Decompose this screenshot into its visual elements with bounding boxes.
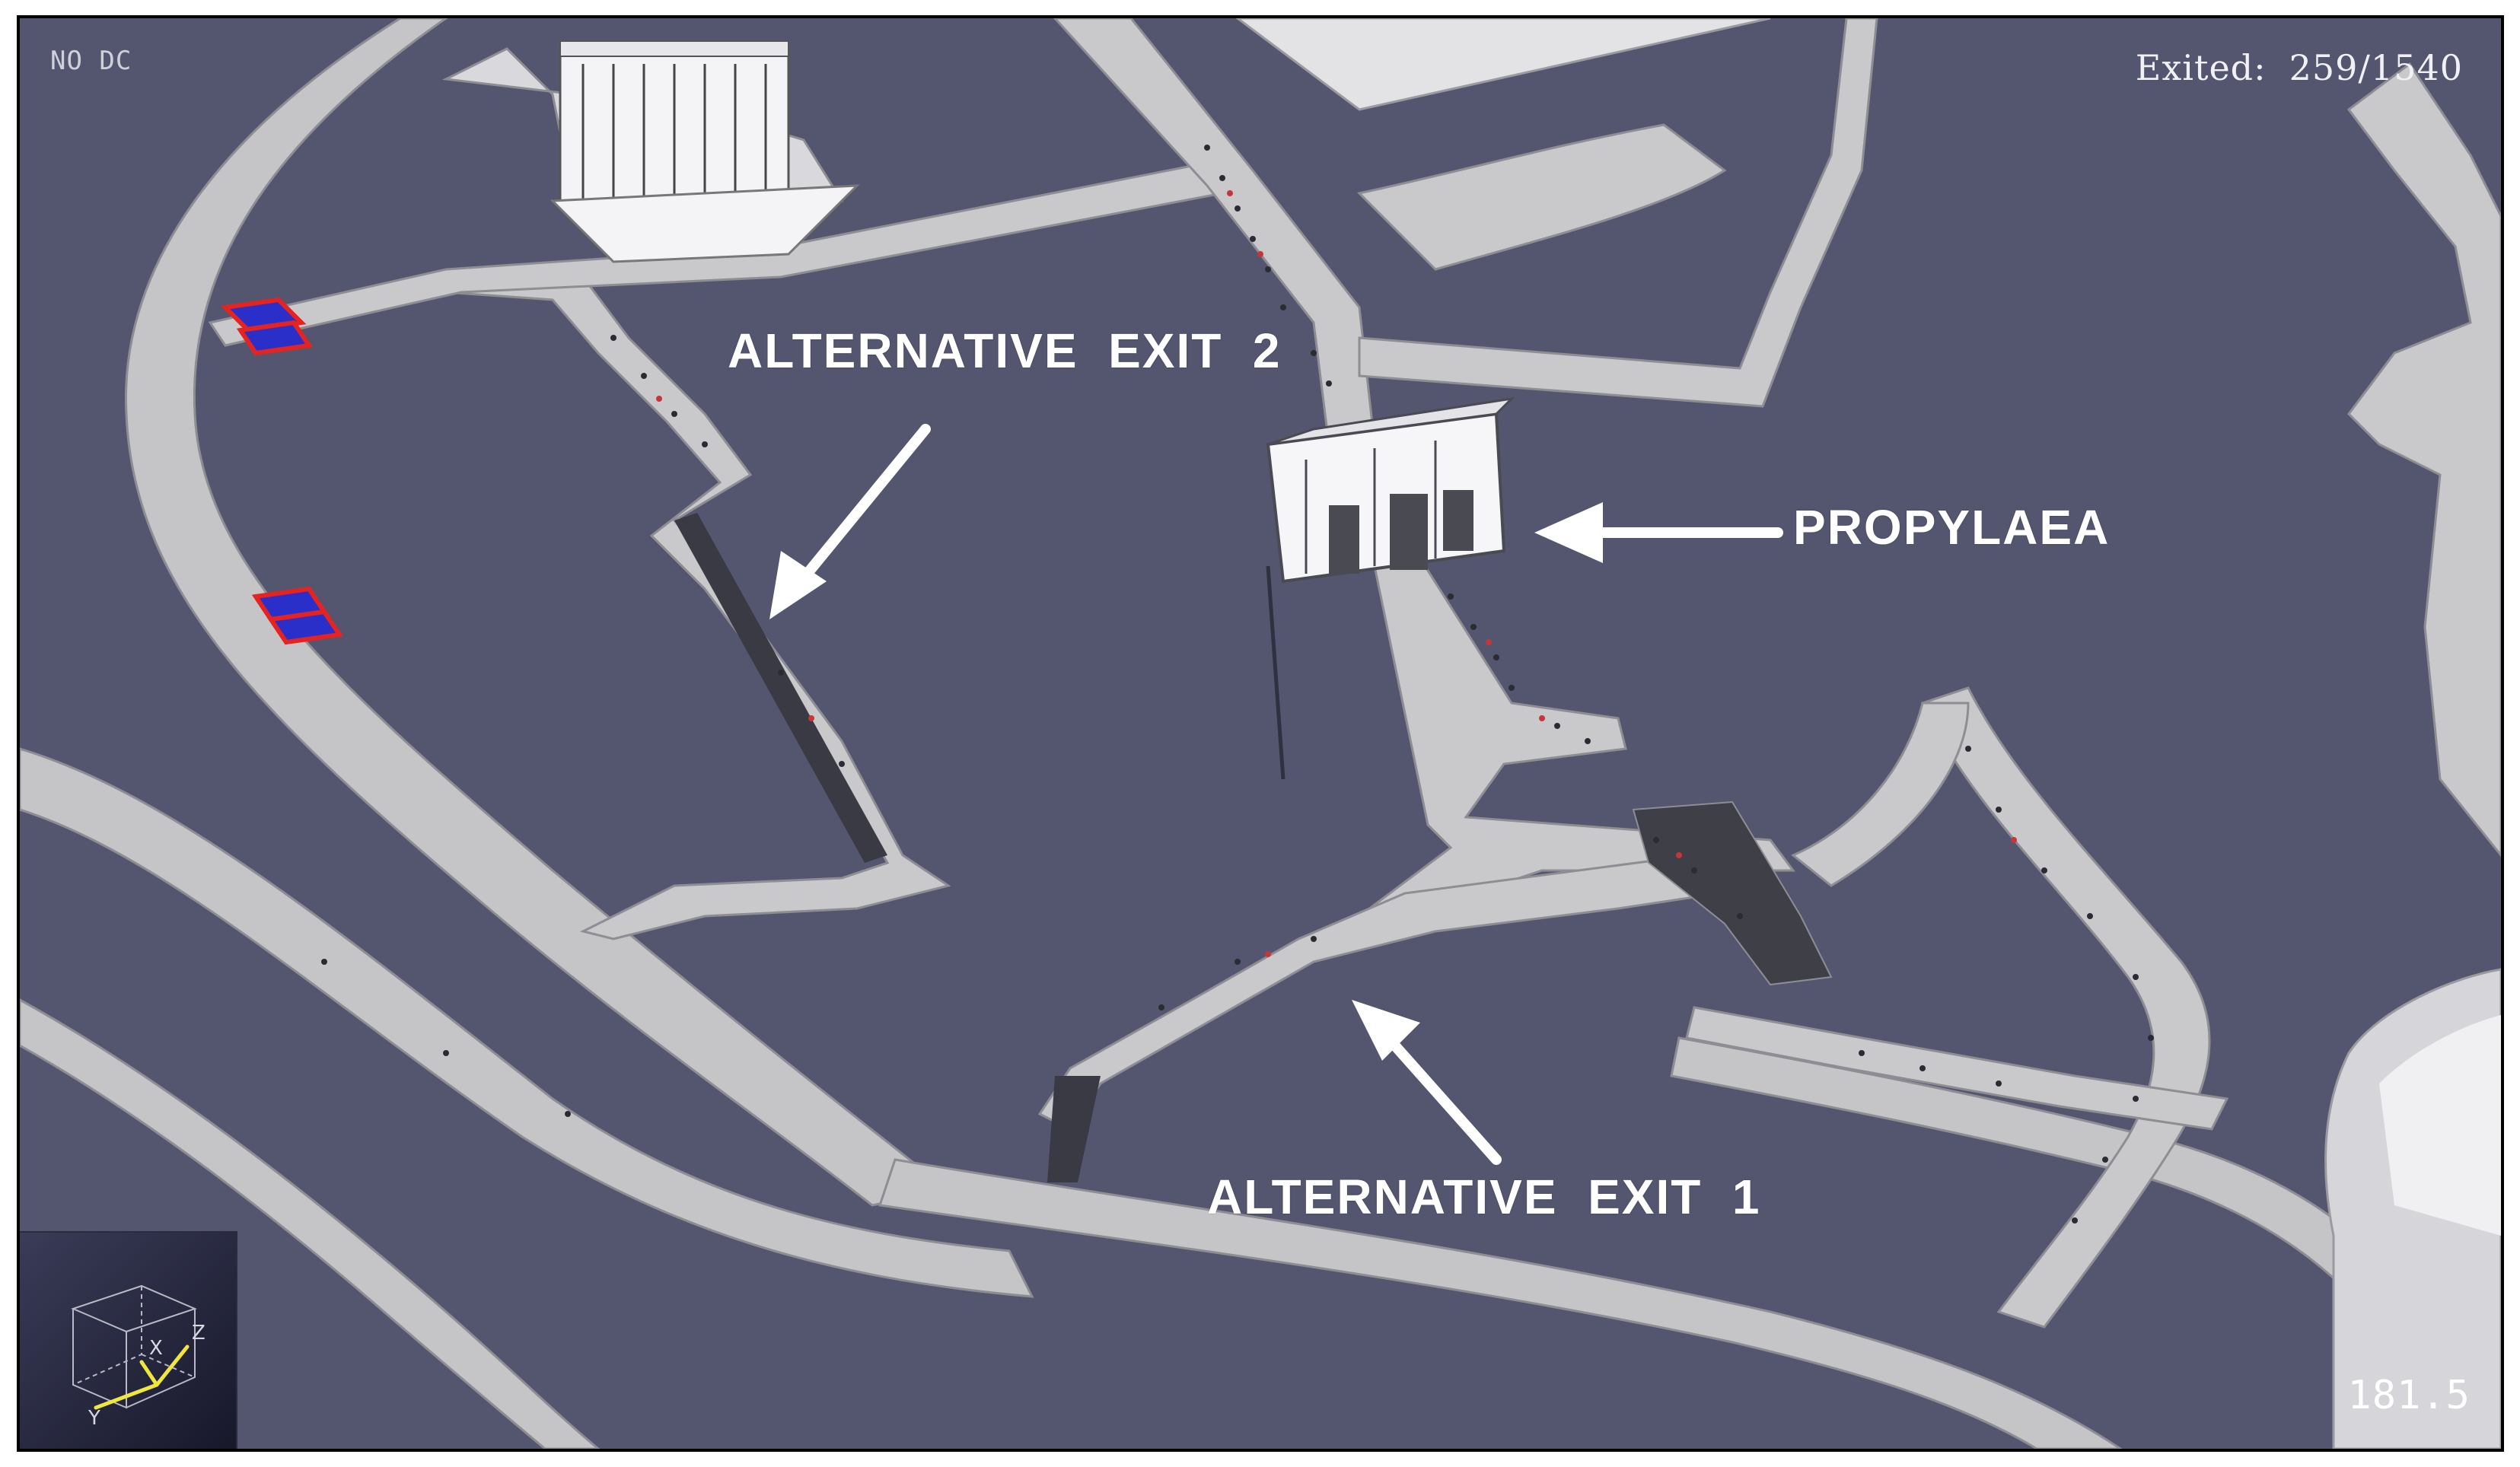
path-right-branch [1791,702,1970,887]
stair-exit2 [674,513,887,863]
alternative-exit-1-label: ALTERNATIVE EXIT 1 [1207,1169,1761,1224]
exited-count: 259/1540 [2289,47,2463,88]
arrow-to-exit2 [769,424,931,619]
axes-cube-icon: Z X Y [71,1284,205,1430]
pedestrian-agents [321,145,2154,1224]
propylaea-label: PROPYLAEA [1793,500,2111,555]
propylaea-building [1266,396,1515,584]
scene-3d[interactable] [20,18,2501,1449]
simulation-viewport[interactable]: NO DC Exited: 259/1540 181.5 ALTERNATIVE… [17,15,2504,1452]
axis-z-label: Z [192,1322,205,1344]
axis-x-label: X [149,1337,163,1360]
exited-label: Exited: [2135,47,2267,88]
render-mode-label: NO DC [50,46,132,76]
path-right-lower [1685,1006,2229,1131]
alternative-exit-2-label: ALTERNATIVE EXIT 2 [728,323,1282,378]
temple-northwest [441,40,860,263]
exit-marker-red-1 [220,297,314,356]
path-upper-right-loop [1358,18,1878,408]
axis-y-label: Y [88,1407,100,1430]
path-central-descent [1356,557,1795,918]
road-bottom-main [878,1158,2123,1449]
orientation-axes-widget[interactable]: Z X Y [20,1231,237,1449]
path-far-right [2346,62,2501,858]
path-right-winding [1920,686,2211,1329]
monument-east-cylinder [2324,968,2501,1449]
arrow-to-propylaea [1534,502,1783,563]
exited-counter: Exited: 259/1540 [2136,47,2463,88]
arrow-to-exit1 [1352,1000,1502,1165]
stair-right-cluster [1632,800,1833,986]
monument-north-base [1235,18,1771,111]
path-exit2-zigzag [444,268,951,940]
exit-marker-red-2 [251,586,344,645]
pedestrian-agents-red [656,190,2017,957]
scene-pole [1266,565,1285,780]
road-lower-left-strip [20,998,601,1449]
road-lower-left-band [20,747,1034,1298]
terrace-upper-right [1356,123,1727,271]
simulation-time: 181.5 [2347,1373,2471,1418]
path-exit1-stair [1047,1076,1101,1182]
